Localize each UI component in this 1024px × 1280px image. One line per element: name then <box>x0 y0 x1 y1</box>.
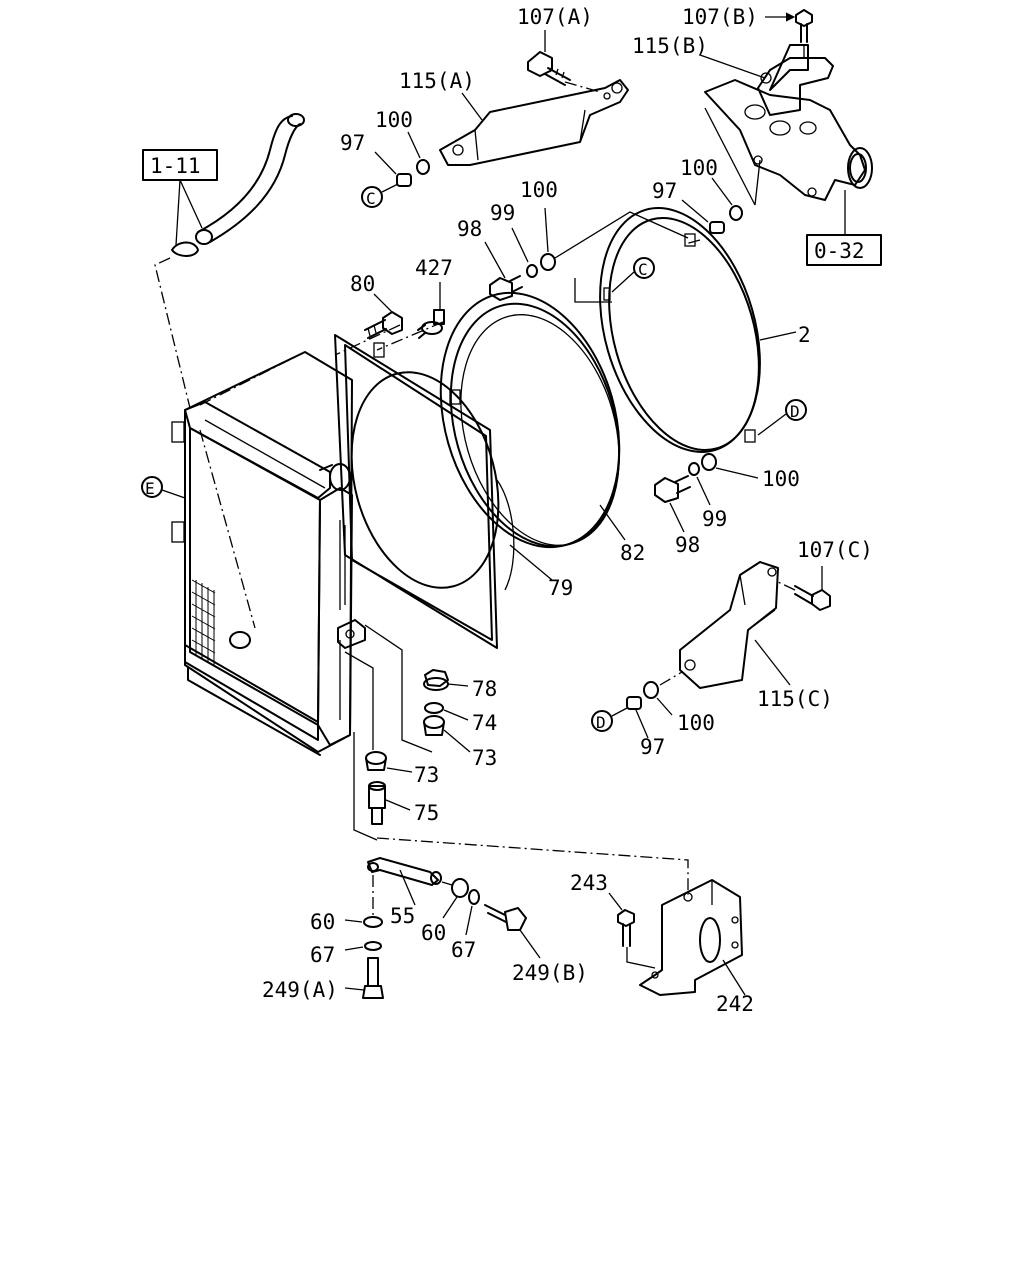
label-80: 80 <box>350 272 375 296</box>
bracket-115b <box>757 44 834 116</box>
label-98-1: 98 <box>457 217 482 241</box>
bolt-249a <box>362 957 384 999</box>
label-100-1: 100 <box>375 108 413 132</box>
label-115b: 115(B) <box>632 34 708 58</box>
washer-74 <box>424 702 444 714</box>
washer-100-e <box>643 681 659 699</box>
ref-box-0-32 <box>806 234 882 266</box>
label-73-1: 73 <box>472 746 497 770</box>
label-73-2: 73 <box>414 763 439 787</box>
label-107b: 107(B) <box>682 5 758 29</box>
nut-78 <box>423 669 449 691</box>
label-107c: 107(C) <box>797 538 873 562</box>
label-249b: 249(B) <box>512 961 588 985</box>
label-97-2: 97 <box>652 179 677 203</box>
washer-100-c <box>540 253 556 271</box>
bolt-243 <box>617 909 635 947</box>
marker-circle-c1 <box>361 186 383 208</box>
label-82: 82 <box>620 541 645 565</box>
ring-2 <box>599 207 761 453</box>
label-67-2: 67 <box>451 938 476 962</box>
label-97-1: 97 <box>340 131 365 155</box>
label-75: 75 <box>414 801 439 825</box>
label-78: 78 <box>472 677 497 701</box>
stud-75 <box>368 781 386 825</box>
label-100-2: 100 <box>680 156 718 180</box>
nut-97-a <box>396 173 412 187</box>
marker-circle-d1 <box>785 399 807 421</box>
washer-99-a <box>526 264 538 278</box>
bolt-98-a <box>489 275 523 301</box>
marker-label-d2: D <box>596 713 606 732</box>
cushion-73-b <box>365 751 387 771</box>
label-2: 2 <box>798 323 811 347</box>
label-243: 243 <box>570 871 608 895</box>
upper-hose <box>171 113 305 257</box>
label-249a: 249(A) <box>262 978 338 1002</box>
marker-circle-e <box>141 476 163 498</box>
cushion-60-b <box>363 916 383 928</box>
washer-100-a <box>416 159 430 175</box>
label-99-2: 99 <box>702 507 727 531</box>
cushion-60-a <box>451 878 469 898</box>
marker-circle-d2 <box>591 710 613 732</box>
washer-67-b <box>364 941 382 951</box>
bolt-98-b <box>654 475 691 503</box>
bracket-115c <box>679 561 779 689</box>
marker-label-c2: C <box>638 260 648 279</box>
bolt-80 <box>364 311 403 339</box>
washer-99-b <box>688 462 700 476</box>
label-74: 74 <box>472 711 497 735</box>
radiator-core <box>171 351 366 756</box>
callout-labels: 107(A) 107(B) 115(B) 115(A) 100 97 100 9… <box>262 5 873 1016</box>
label-79: 79 <box>548 576 573 600</box>
label-60-1: 60 <box>310 910 335 934</box>
nut-97-c <box>626 696 642 710</box>
nut-97-b <box>709 221 725 234</box>
bracket-115a <box>439 79 629 166</box>
bolt-107a <box>527 51 571 86</box>
label-99-1: 99 <box>490 201 515 225</box>
washer-67-a <box>468 889 480 905</box>
thermostat-housing <box>704 79 873 201</box>
label-107a: 107(A) <box>517 5 593 29</box>
washer-100-d <box>701 453 717 471</box>
bolt-107c <box>794 585 831 611</box>
cushion-73-a <box>423 715 445 736</box>
bolt-249b <box>484 904 527 931</box>
bolt-107b <box>795 9 813 43</box>
ref-label-0-32: 0-32 <box>814 239 865 263</box>
marker-circle-c2 <box>633 257 655 279</box>
bolt-427 <box>417 309 445 339</box>
marker-label-c1: C <box>366 189 376 208</box>
washer-100-b <box>729 205 743 221</box>
stay-55 <box>367 857 442 886</box>
label-100-5: 100 <box>677 711 715 735</box>
label-100-4: 100 <box>762 467 800 491</box>
ref-label-1-11: 1-11 <box>150 154 201 178</box>
bracket-242 <box>639 879 743 996</box>
marker-label-d1: D <box>790 402 800 421</box>
label-100-3: 100 <box>520 178 558 202</box>
label-115a: 115(A) <box>399 69 475 93</box>
label-98-2: 98 <box>675 533 700 557</box>
label-60-2: 60 <box>421 921 446 945</box>
fan-ring-82 <box>439 291 621 549</box>
fan-shroud <box>334 334 515 649</box>
label-115c: 115(C) <box>757 687 833 711</box>
marker-label-e: E <box>145 479 155 498</box>
label-67-1: 67 <box>310 943 335 967</box>
label-97-3: 97 <box>640 735 665 759</box>
label-242: 242 <box>716 992 754 1016</box>
label-55: 55 <box>390 904 415 928</box>
label-427: 427 <box>415 256 453 280</box>
